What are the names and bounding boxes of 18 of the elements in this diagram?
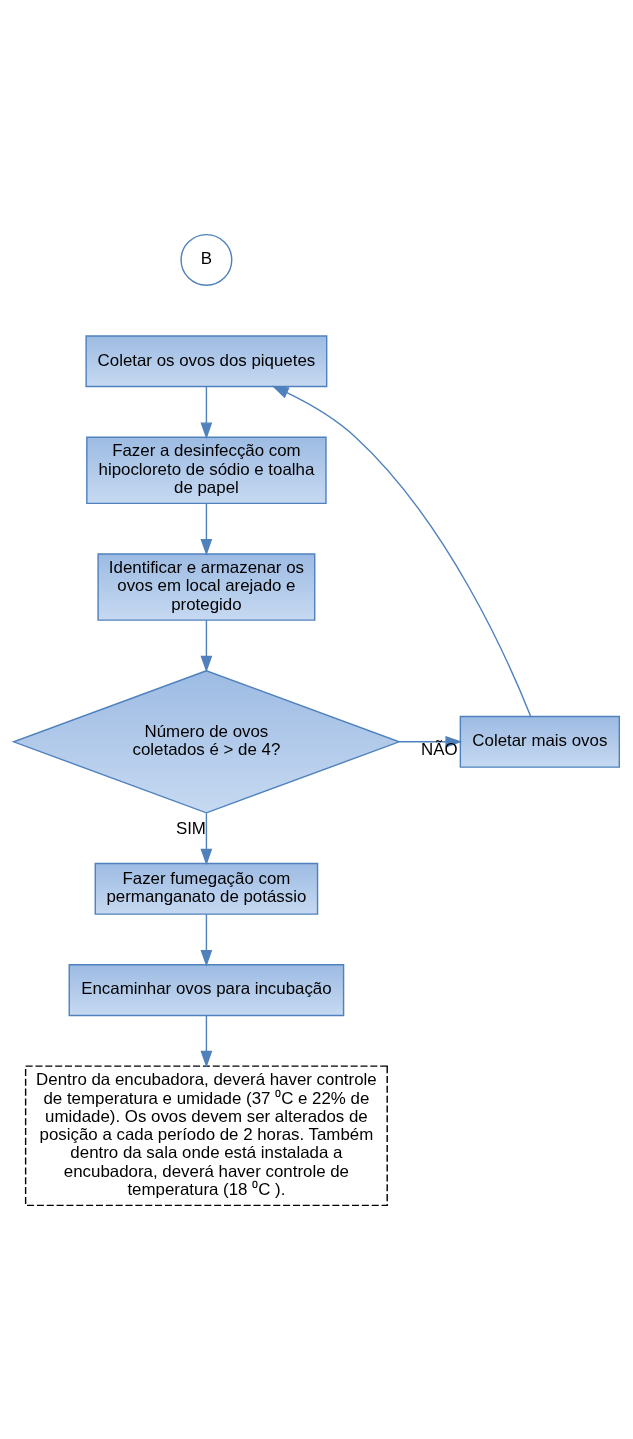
- edge-label: NÃO: [421, 739, 458, 759]
- node-box: Encaminhar ovos para incubação: [68, 963, 345, 1016]
- arrow: [200, 385, 213, 439]
- node-circle: B: [180, 233, 233, 286]
- node-box: Dentro da encubadora, deverá haver controle de temperatura e umidade (37 ⁰C e 22% de umidade). Os ovos devem ser alterados de posição a cada período de 2 horas. Também dentro da sala onde está instalada a encubadora, deverá haver controle de temperatura (18 ⁰C ).: [24, 1064, 388, 1206]
- node-box: Fazer fumegação com permanganato de potássio: [94, 862, 319, 915]
- node-box: Identificar e armazenar os ovos em local arejado e protegido: [97, 552, 316, 621]
- arrow: [200, 502, 213, 556]
- node-box: Coletar mais ovos: [459, 715, 621, 768]
- arrow: [200, 812, 213, 866]
- node-box: Fazer a desinfecção com hipocloreto de sódio e toalha de papel: [86, 436, 327, 504]
- arrow: [200, 1014, 213, 1068]
- arrow: [200, 913, 213, 967]
- arrow: [271, 385, 532, 717]
- node-diamond: Número de ovos coletados é > de 4?: [11, 669, 402, 814]
- edge-label: SIM: [175, 818, 206, 838]
- node-box: Coletar os ovos dos piquetes: [85, 334, 328, 387]
- arrow: [200, 619, 213, 673]
